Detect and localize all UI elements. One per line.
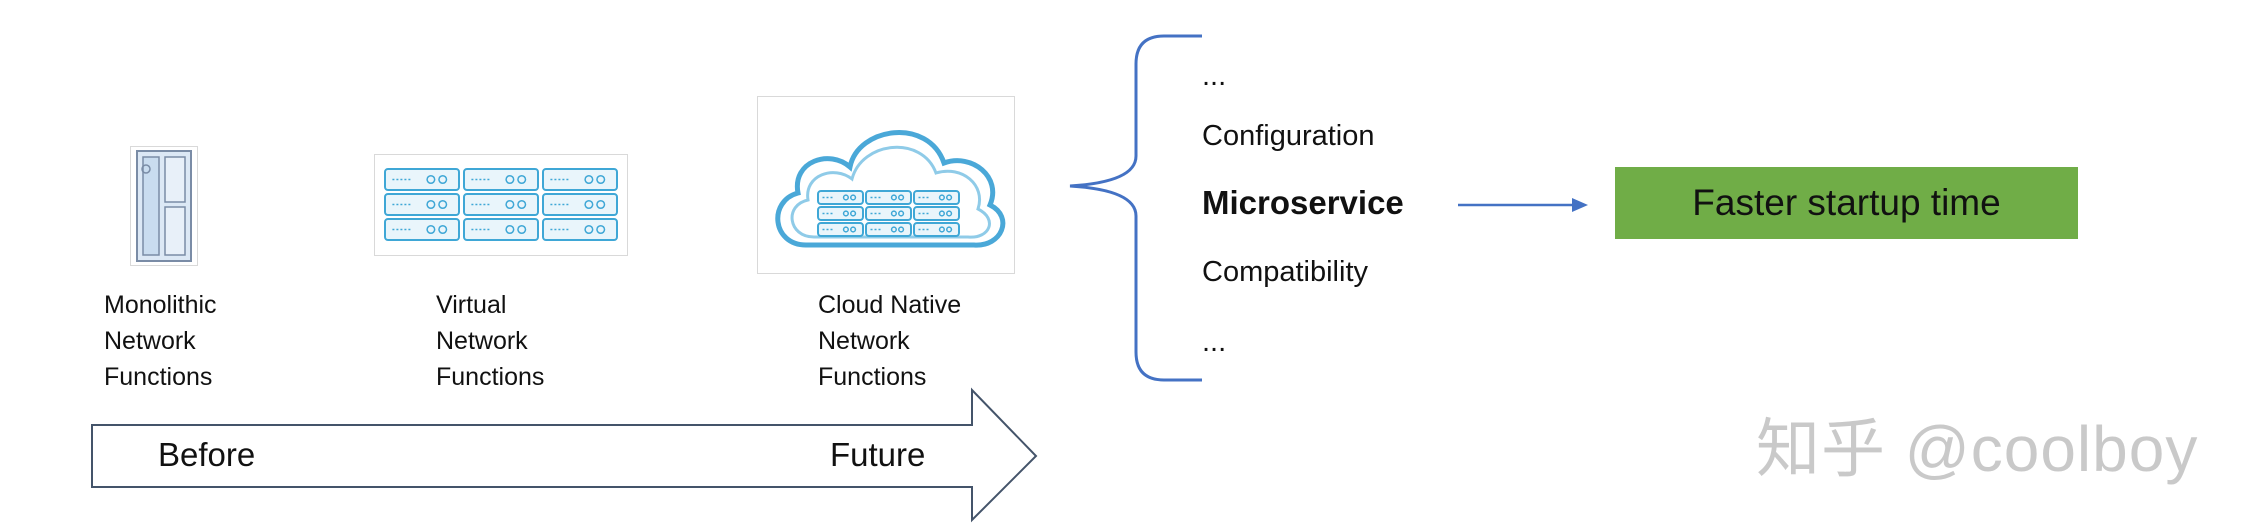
server-unit-icon	[384, 193, 460, 216]
stage-label-cloud-native: Cloud Native Network Functions	[818, 291, 962, 391]
aspect-item: ...	[1202, 326, 1227, 358]
server-unit-icon	[865, 206, 912, 221]
server-unit-icon	[817, 222, 864, 237]
result-box: Faster startup time	[1615, 167, 2078, 239]
server-unit-icon	[913, 190, 960, 205]
server-unit-icon	[865, 222, 912, 237]
aspect-item-microservice: Microservice	[1202, 184, 1404, 221]
server-unit-icon	[542, 218, 618, 241]
stage-label-virtual: Virtual Network Functions	[436, 291, 545, 391]
server-unit-icon	[463, 168, 539, 191]
watermark-text: 知乎 @coolboy	[1756, 413, 2199, 485]
server-unit-icon	[542, 193, 618, 216]
server-unit-icon	[817, 190, 864, 205]
server-unit-icon	[384, 168, 460, 191]
stage-label-monolithic: Monolithic Network Functions	[104, 291, 217, 391]
server-unit-icon	[463, 218, 539, 241]
timeline-end-label: Future	[830, 436, 926, 473]
cloud-servers-icon	[757, 96, 1015, 274]
server-rack-icon	[374, 154, 628, 256]
server-unit-icon	[463, 193, 539, 216]
aspect-item-compatibility: Compatibility	[1202, 256, 1368, 288]
server-unit-icon	[542, 168, 618, 191]
server-unit-icon	[384, 218, 460, 241]
server-unit-icon	[865, 190, 912, 205]
server-unit-icon	[817, 206, 864, 221]
aspect-item: ...	[1202, 60, 1227, 92]
timeline-start-label: Before	[158, 436, 256, 473]
server-unit-icon	[913, 222, 960, 237]
aspect-item-configuration: Configuration	[1202, 120, 1375, 152]
server-unit-icon	[913, 206, 960, 221]
monolithic-server-icon	[130, 146, 198, 266]
